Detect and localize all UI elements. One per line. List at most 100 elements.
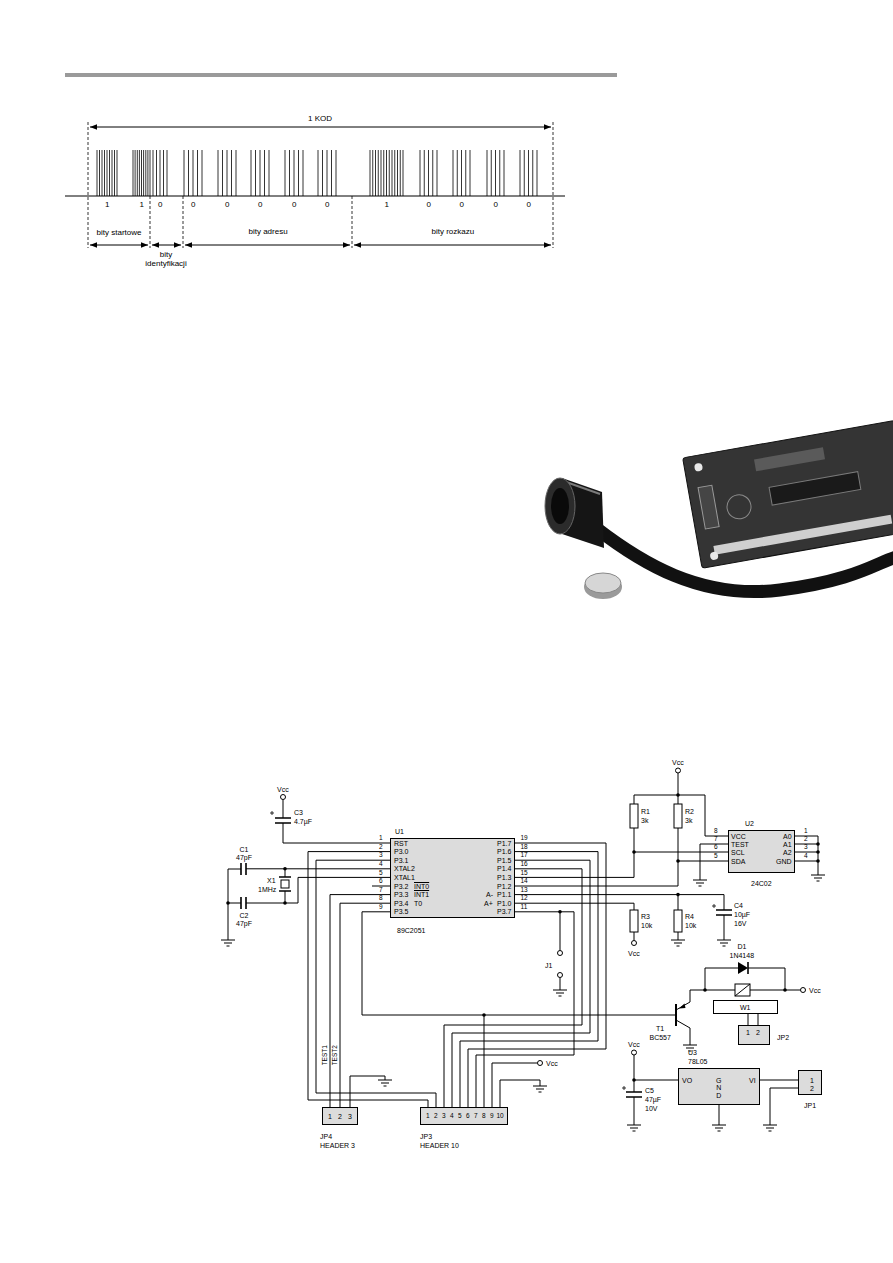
part-name: W1: [740, 1004, 751, 1011]
wire-connector: [748, 1014, 749, 1025]
pin-number: 8: [714, 828, 718, 835]
bit-value: 1: [385, 201, 389, 209]
pin-number: 3: [348, 1113, 352, 1120]
pin-name: SDA: [731, 858, 745, 865]
part-name: R4: [685, 913, 694, 920]
supply-terminal: [801, 988, 806, 993]
section-divider: [88, 122, 553, 248]
bit-group-label: bity adresu: [249, 228, 288, 236]
pin-name: P3.7: [497, 908, 511, 915]
pin-name: TEST: [731, 841, 749, 848]
pin-number: 4: [379, 861, 383, 868]
relay-coil: [735, 984, 750, 996]
supply-label: Vcc: [672, 759, 684, 766]
part-value: BC557: [650, 1034, 671, 1041]
pin-number: 13: [521, 887, 528, 894]
part-type: 24C02: [751, 880, 772, 887]
pin-name: P3.2: [394, 883, 408, 890]
pin-function: INT1: [414, 891, 429, 898]
jumper-contact: [558, 973, 563, 978]
bit-value: 1: [105, 201, 109, 209]
pin-name: VO: [682, 1077, 692, 1084]
pin-name: SCL: [731, 849, 745, 856]
junction-dot: [283, 867, 287, 871]
chip-box: U2VCCTESTSCLSDAA0A1A2GND24C02: [728, 830, 795, 873]
part-value: 3k: [641, 817, 648, 824]
connector-box: 12JP2: [738, 1025, 770, 1045]
supply-terminal: [538, 1061, 543, 1066]
regulator-box: U378L05VOG N DVI: [678, 1068, 760, 1105]
probe-cable: [596, 528, 893, 592]
junction-dot: [816, 850, 820, 854]
diode-symbol: [738, 962, 748, 974]
pin-number: 2: [804, 836, 808, 843]
transistor-symbol: [675, 1004, 677, 1026]
supply-terminal: [632, 941, 637, 946]
pin-number: 1: [379, 835, 383, 842]
pin-number: 10: [497, 1113, 504, 1120]
supply-label: Vcc: [546, 1060, 558, 1067]
junction-dot: [283, 901, 287, 905]
crystal-symbol: [279, 877, 291, 891]
chip-box: U1RSTP3.0P3.1XTAL2XTAL1P3.2INT0P3.3INT1P…: [390, 838, 515, 918]
board-component: [698, 485, 719, 529]
pin-number: 1: [426, 1113, 430, 1120]
pin-name: P1.6: [497, 848, 511, 855]
pulse-train: [97, 150, 537, 196]
board-body: [683, 416, 893, 568]
pin-number: 9: [490, 1113, 494, 1120]
part-type: 89C2051: [397, 927, 425, 934]
pin-name: P3.0: [394, 848, 408, 855]
part-name: U3: [688, 1049, 697, 1056]
pin-name: P1.1: [497, 891, 511, 898]
bit-value: 0: [292, 201, 296, 209]
pin-name: P3.3: [394, 891, 408, 898]
signal-name: TEST2: [332, 1045, 339, 1065]
wire-connector: [758, 1014, 759, 1025]
junction-dots: [226, 793, 820, 1082]
junction-dot: [482, 1013, 486, 1017]
part-value: 47µF: [645, 1096, 661, 1103]
part-name: R1: [641, 808, 650, 815]
supply-label: Vcc: [628, 950, 640, 957]
header-rule: [65, 73, 617, 77]
polarity-mark: [270, 811, 716, 1090]
part-name: C4: [734, 902, 743, 909]
code-length-label: 1 KOD: [308, 115, 332, 123]
span-arrow: [90, 245, 148, 246]
bit-value: 0: [494, 201, 498, 209]
pin-number: 1: [804, 828, 808, 835]
probe-face: [545, 478, 575, 534]
bit-value: 0: [427, 201, 431, 209]
part-value: 1MHz: [258, 886, 276, 893]
pin-number: 16: [521, 861, 528, 868]
wire-connector: [316, 860, 436, 1107]
bit-value: 1: [140, 201, 144, 209]
part-value: 47pF: [236, 854, 252, 861]
probe-socket: [551, 488, 569, 524]
pin-number: 4: [804, 853, 808, 860]
pin-name: VCC: [731, 833, 746, 840]
pin-name: VI: [749, 1077, 756, 1084]
wire-connector: [340, 903, 390, 1107]
junction-dot: [676, 793, 680, 797]
pin-function: INT0: [414, 883, 429, 890]
part-name: J1: [545, 962, 552, 969]
dimension-arrow: [90, 127, 551, 128]
pin-number: 6: [714, 844, 718, 851]
wire-connector: [515, 852, 728, 877]
pin-name: G N D: [716, 1077, 722, 1099]
wire: [228, 773, 818, 1125]
pin-name: A1: [783, 841, 792, 848]
part-value: 10µF: [734, 911, 750, 918]
pin-number: 4: [450, 1113, 454, 1120]
pin-number: 8: [482, 1113, 486, 1120]
pin-header: [713, 515, 892, 555]
supply-terminal: [676, 768, 681, 773]
pin-number: 3: [379, 852, 383, 859]
pin-name: P1.7: [497, 840, 511, 847]
supply-label: Vcc: [809, 987, 821, 994]
part-name: JP3: [420, 1133, 432, 1140]
